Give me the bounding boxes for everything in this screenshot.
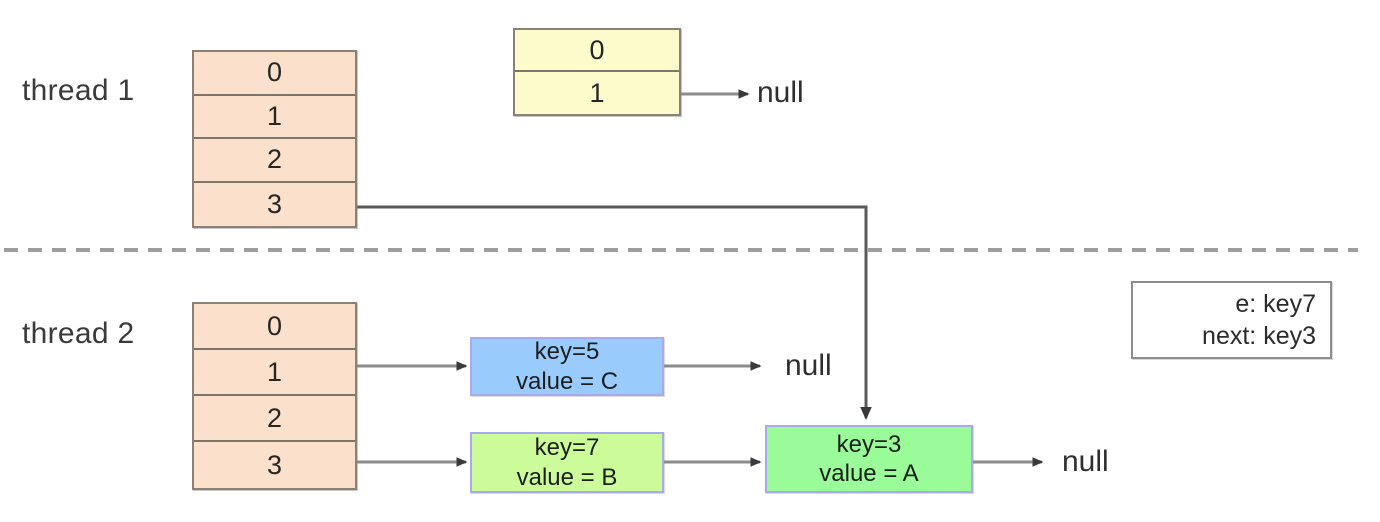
thread2-bucket-cell-3[interactable]: 3 [194, 442, 355, 488]
thread1-null-label: null [757, 76, 804, 109]
node-key3-key: key=3 [836, 430, 902, 458]
thread1-new-table-cell-1[interactable]: 1 [515, 72, 679, 114]
thread1-bucket-cell-1[interactable]: 1 [194, 95, 355, 139]
thread1-label: thread 1 [22, 74, 135, 107]
thread2-state-box: e: key7 next: key3 [1131, 281, 1332, 359]
node-key5[interactable]: key=5 value = C [470, 337, 664, 396]
node-key3-value: value = A [819, 460, 919, 487]
thread1-new-table: 0 1 [513, 28, 681, 116]
state-box-line-next: next: key3 [1202, 322, 1316, 350]
node-key7[interactable]: key=7 value = B [470, 432, 664, 493]
node-key3[interactable]: key=3 value = A [765, 425, 973, 493]
thread2-bucket-cell-0[interactable]: 0 [194, 304, 355, 350]
thread1-bucket-table: 0 1 2 3 [192, 50, 357, 228]
thread2-bucket-table: 0 1 2 3 [192, 302, 357, 490]
node-key5-value: value = C [515, 367, 619, 395]
node-key7-value: value = B [516, 463, 618, 491]
thread1-bucket-cell-3[interactable]: 3 [194, 182, 355, 226]
thread2-null-label-chain1: null [785, 349, 832, 382]
thread2-label: thread 2 [22, 317, 135, 350]
thread1-bucket-cell-0[interactable]: 0 [194, 52, 355, 96]
node-key7-key: key=7 [534, 434, 600, 462]
node-key5-key: key=5 [534, 338, 600, 366]
thread1-new-table-cell-0[interactable]: 0 [515, 30, 679, 72]
thread2-null-label-chain2: null [1062, 445, 1109, 478]
thread2-bucket-cell-1[interactable]: 1 [194, 350, 355, 396]
thread1-bucket-cell-2[interactable]: 2 [194, 139, 355, 183]
thread2-bucket-cell-2[interactable]: 2 [194, 396, 355, 442]
state-box-line-e: e: key7 [1235, 290, 1316, 318]
